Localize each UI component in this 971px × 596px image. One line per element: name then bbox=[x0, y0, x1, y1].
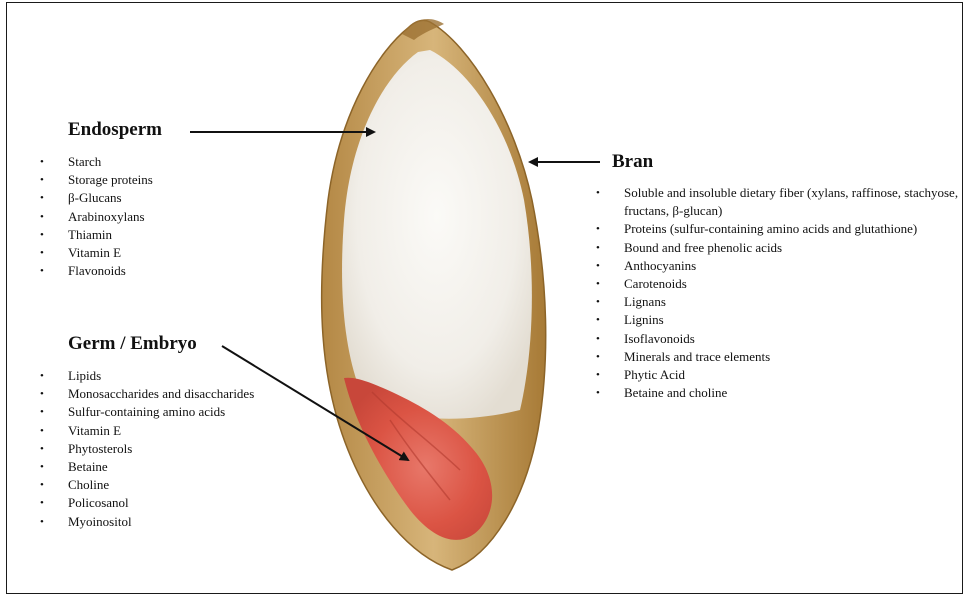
bran-heading: Bran bbox=[612, 151, 653, 173]
endosperm-list: Starch Storage proteins β-Glucans Arabin… bbox=[36, 153, 296, 280]
list-item: Vitamin E bbox=[36, 244, 296, 262]
list-item: Phytosterols bbox=[36, 440, 316, 458]
germ-list: Lipids Monosaccharides and disaccharides… bbox=[36, 367, 316, 531]
list-item: Minerals and trace elements bbox=[592, 348, 967, 366]
list-item: Isoflavonoids bbox=[592, 330, 967, 348]
list-item: Myoinositol bbox=[36, 513, 316, 531]
list-item: Arabinoxylans bbox=[36, 208, 296, 226]
list-item: Thiamin bbox=[36, 226, 296, 244]
list-item: Proteins (sulfur-containing amino acids … bbox=[592, 220, 967, 238]
list-item: Betaine bbox=[36, 458, 316, 476]
list-item: β-Glucans bbox=[36, 189, 296, 207]
bran-list: Soluble and insoluble dietary fiber (xyl… bbox=[592, 184, 967, 402]
list-item: Betaine and choline bbox=[592, 384, 967, 402]
list-item: Starch bbox=[36, 153, 296, 171]
list-item: Monosaccharides and disaccharides bbox=[36, 385, 316, 403]
list-item: Lipids bbox=[36, 367, 316, 385]
list-item: Policosanol bbox=[36, 494, 316, 512]
list-item: Anthocyanins bbox=[592, 257, 967, 275]
list-item: Flavonoids bbox=[36, 262, 296, 280]
germ-heading: Germ / Embryo bbox=[68, 333, 197, 355]
list-item: Sulfur-containing amino acids bbox=[36, 403, 316, 421]
list-item: Lignins bbox=[592, 311, 967, 329]
list-item: Carotenoids bbox=[592, 275, 967, 293]
list-item: Soluble and insoluble dietary fiber (xyl… bbox=[592, 184, 967, 220]
list-item: Lignans bbox=[592, 293, 967, 311]
endosperm-heading: Endosperm bbox=[68, 119, 162, 141]
list-item: Choline bbox=[36, 476, 316, 494]
list-item: Storage proteins bbox=[36, 171, 296, 189]
list-item: Bound and free phenolic acids bbox=[592, 239, 967, 257]
list-item: Vitamin E bbox=[36, 422, 316, 440]
list-item: Phytic Acid bbox=[592, 366, 967, 384]
